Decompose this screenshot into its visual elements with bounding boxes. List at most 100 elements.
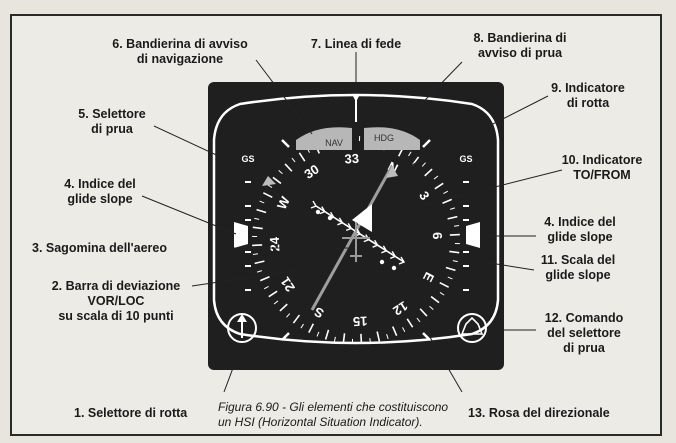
compass-tick — [376, 331, 381, 342]
compass-tick — [416, 317, 421, 323]
deviation-bar-chevron — [363, 234, 370, 243]
label-to-from: 10. Indicatore — [562, 153, 643, 167]
compass-tick — [442, 198, 453, 205]
gs-label-right: GS — [459, 154, 472, 164]
label-to-from-2: TO/FROM — [573, 168, 630, 182]
label-glide-slope-index-left-2: glide slope — [67, 192, 132, 206]
compass-tick — [286, 313, 291, 318]
heading-bug — [262, 176, 276, 186]
glide-slope-dot — [245, 205, 251, 207]
compass-tick — [259, 275, 270, 282]
compass-label: 24 — [267, 236, 283, 252]
compass-tick — [402, 327, 406, 333]
deviation-bar-chevron — [328, 211, 335, 220]
compass-tick — [273, 300, 279, 305]
deviation-bar-chevron — [381, 245, 388, 254]
compass-tick — [391, 326, 398, 337]
label-hdg-warning-flag-2: avviso di prua — [478, 46, 563, 60]
compass-tick — [429, 305, 434, 310]
compass-label: 21 — [277, 274, 297, 294]
compass-tick — [252, 226, 263, 230]
leader-lines — [141, 52, 563, 393]
compass-tick — [284, 163, 293, 172]
label-deviation-bar-2: VOR/LOC — [88, 294, 145, 308]
compass-tick — [443, 190, 449, 194]
label-lubber-line: 7. Linea di fede — [311, 37, 401, 51]
course-knob-arrow-head — [237, 314, 247, 322]
figure-caption-line2: un HSI (Horizontal Situation Indicator). — [218, 415, 423, 429]
compass-tick — [406, 318, 414, 328]
deviation-bar-chevron — [372, 239, 379, 248]
compass-tick — [333, 336, 336, 342]
label-aircraft-symbol: 3. Sagomina dell'aereo — [32, 241, 167, 255]
compass-label: 33 — [344, 151, 359, 167]
label-heading-selector-knob-3: di prua — [563, 341, 606, 355]
label-glide-slope-scale: 11. Scala del — [541, 253, 615, 267]
compass-tick — [272, 176, 282, 185]
compass-tick — [408, 151, 412, 157]
compass-tick — [279, 303, 288, 312]
deviation-bar-chevron — [389, 251, 397, 260]
compass-tick — [419, 308, 428, 317]
glide-slope-dot — [245, 219, 251, 221]
label-course-pointer: 9. Indicatore — [551, 81, 625, 95]
compass-tick — [447, 276, 453, 280]
compass-tick — [263, 286, 269, 290]
compass-tick — [256, 270, 262, 273]
glide-slope-dot — [463, 219, 469, 221]
glide-slope-dot — [463, 289, 469, 291]
compass-tick — [292, 314, 301, 324]
compass-tick — [300, 323, 304, 329]
label-deviation-bar: 2. Barra di deviazione — [52, 279, 181, 293]
compass-tick — [278, 170, 283, 175]
compass-tick — [450, 207, 456, 210]
label-deviation-bar-3: su scala di 10 punti — [58, 309, 173, 323]
label-heading-bug-2: di prua — [91, 122, 134, 136]
deviation-scale — [315, 209, 397, 271]
label-course-pointer-2: di rotta — [567, 96, 610, 110]
label-course-selector: 1. Selettore di rotta — [74, 406, 188, 420]
glide-slope-dot — [463, 205, 469, 207]
hdg-flag-label: HDG — [374, 133, 394, 143]
compass-tick — [252, 253, 259, 255]
compass-tick — [252, 235, 258, 238]
label-hdg-warning-flag: 8. Bandierina di — [473, 31, 566, 45]
compass-tick — [324, 329, 330, 340]
glide-slope-dot — [245, 251, 251, 253]
compass-tick — [411, 156, 420, 166]
figure-caption-line1: Figura 6.90 - Gli elementi che costituis… — [218, 400, 448, 414]
compass-tick — [434, 182, 444, 190]
gs-label-left: GS — [241, 154, 254, 164]
compass-tick — [439, 292, 445, 296]
aircraft-symbol — [342, 222, 370, 262]
compass-tick — [386, 334, 389, 340]
compass-tick — [453, 225, 460, 227]
label-glide-slope-scale-2: glide slope — [545, 268, 610, 282]
compass-tick — [447, 215, 458, 220]
compass-tick — [369, 337, 371, 344]
heading-selector-knob[interactable] — [457, 313, 487, 343]
label-heading-selector-knob: 12. Comando — [545, 311, 624, 325]
label-heading-selector-knob-2: del selettore — [547, 326, 621, 340]
glide-slope-dot — [245, 289, 251, 291]
compass-tick — [316, 331, 320, 337]
nav-flag-label: NAV — [325, 138, 343, 148]
label-nav-warning-flag: 6. Bandierina di avviso — [112, 37, 248, 51]
compass-tick — [268, 290, 278, 298]
compass-tick — [256, 208, 267, 214]
glide-slope-dot — [463, 265, 469, 267]
glide-slope-index-right — [466, 222, 480, 248]
compass-tick — [262, 192, 273, 199]
deviation-bar-chevron — [319, 206, 326, 215]
compass-tick — [267, 184, 273, 188]
compass-tick — [252, 244, 263, 247]
compass-label: 12 — [390, 298, 410, 318]
hdg-warning-flag — [364, 127, 420, 150]
compass-tick — [351, 338, 354, 344]
compass-tick — [454, 242, 460, 245]
label-glide-slope-index-right-2: glide slope — [547, 230, 612, 244]
glide-slope-dot — [463, 251, 469, 253]
deviation-bar-chevron — [345, 223, 353, 232]
glide-slope-dot — [463, 181, 469, 183]
